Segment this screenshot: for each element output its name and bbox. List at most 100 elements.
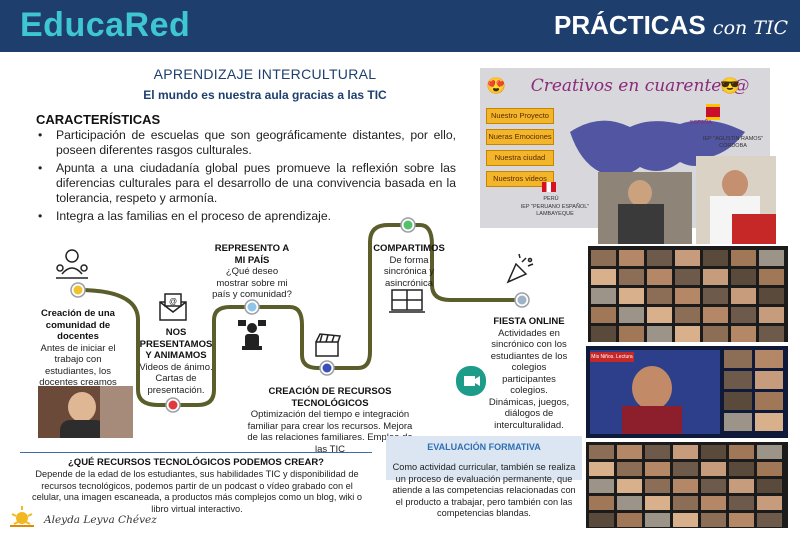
con-tic-label: con TIC [712,17,788,39]
author-name: Aleyda Leyva Chévez [44,514,157,526]
video-tile [755,350,783,368]
peru-school: IEP "PERUANO ESPAÑOL" LAMBAYEQUE [520,204,590,217]
step-text: De forma sincrónica y asincrónica [383,254,435,289]
students-photo [598,172,692,244]
video-tile [675,288,700,304]
student-speaker-photo [696,156,776,244]
step-title: NOS PRESENTAMOS Y ANIMAMOS [139,327,213,361]
video-tile [759,326,784,342]
video-tile [591,288,616,304]
characteristics-title: CARACTERÍSTICAS [36,112,161,127]
video-tile [701,479,726,493]
celebration-icon [506,253,534,284]
video-tile [701,496,726,510]
video-tile [645,479,670,493]
video-tile [729,479,754,493]
speaker-face [632,366,672,410]
video-tile [647,307,672,323]
video-tile [619,250,644,266]
brand-logo: EducaRed [20,6,191,44]
video-tile [619,288,644,304]
video-tile [617,462,642,476]
video-tile [755,413,783,431]
video-tile [724,350,752,368]
characteristic-item: Apunta a una ciudadanía global pues prom… [36,161,456,206]
video-tile [729,513,754,527]
video-tile [729,496,754,510]
video-call-grid-2 [586,442,788,528]
video-tile [617,479,642,493]
video-tile [757,496,782,510]
video-tile [619,326,644,342]
video-tile [731,288,756,304]
tag-button[interactable]: Nuestra ciudad [486,150,554,166]
evaluation-title: EVALUACIÓN FORMATIVA [427,442,541,452]
video-call-speaker: Mis Niños. Lectura [586,346,788,438]
svg-text:@: @ [169,297,177,306]
mail-icon: @ [159,293,187,321]
video-tile [759,250,784,266]
header-bar: EducaRed PRÁCTICAS con TIC [0,0,800,52]
video-tile [673,462,698,476]
step-dot-6 [514,292,530,308]
video-tile [647,326,672,342]
video-tile [731,269,756,285]
video-tile [619,307,644,323]
video-tile [617,445,642,459]
practicas-con-tic-title: PRÁCTICAS con TIC [554,10,788,41]
tag-button[interactable]: Nuestro Proyecto [486,108,554,124]
step-dot-1 [70,282,86,298]
video-tile [701,462,726,476]
video-tile [591,250,616,266]
practicas-label: PRÁCTICAS [554,10,706,40]
video-call-icon [389,289,425,313]
tag-button[interactable]: Nuestros videos [486,171,554,187]
video-tile [645,513,670,527]
video-tile [731,307,756,323]
video-tile [755,392,783,410]
step-text: Optimización del tiempo e integración fa… [247,409,413,455]
peru-flag-icon [542,182,556,192]
video-tile [617,496,642,510]
step-title: FIESTA ONLINE [493,316,565,327]
video-tile [591,326,616,342]
video-tile [619,269,644,285]
video-tile [589,445,614,459]
characteristics-list: Participación de escuelas que son geográ… [36,128,456,227]
video-tile [703,269,728,285]
video-tile [703,326,728,342]
video-call-grid [588,246,788,342]
video-tile [675,326,700,342]
step-title: CREACIÓN DE RECURSOS TECNOLÓGICOS [268,386,392,409]
video-tile [589,513,614,527]
presenter-icon [238,320,266,350]
video-tile [703,288,728,304]
video-tile [759,269,784,285]
video-tile [675,307,700,323]
video-tile [589,479,614,493]
resources-text: Depende de la edad de los estudiantes, s… [32,469,362,514]
video-tile [645,496,670,510]
step-title: Creación de una comunidad de docentes [41,308,115,342]
video-tile [759,288,784,304]
evaluation-text: Como actividad curricular, también se re… [392,462,576,518]
video-tile [673,496,698,510]
clapper-icon [315,333,342,357]
emoji-icon: 😎 [720,78,740,95]
tag-button[interactable]: Nueras Emociones [486,129,554,145]
video-tile [703,250,728,266]
video-tile [591,269,616,285]
step-text: ¿Qué deseo mostrar sobre mi país y comun… [212,266,292,300]
video-tile [757,462,782,476]
video-tile [757,479,782,493]
video-tile [731,326,756,342]
video-tile [675,269,700,285]
spain-flag-icon [706,104,720,120]
resources-divider [20,452,372,453]
speaker-body [622,406,682,434]
step-represento: REPRESENTO A MI PAÍS ¿Qué deseo mostrar … [210,243,294,301]
page-subtitle: El mundo es nuestra aula gracias a las T… [143,88,387,102]
step-dot-3 [244,299,260,315]
step-dot-2 [165,397,181,413]
video-tile [731,250,756,266]
